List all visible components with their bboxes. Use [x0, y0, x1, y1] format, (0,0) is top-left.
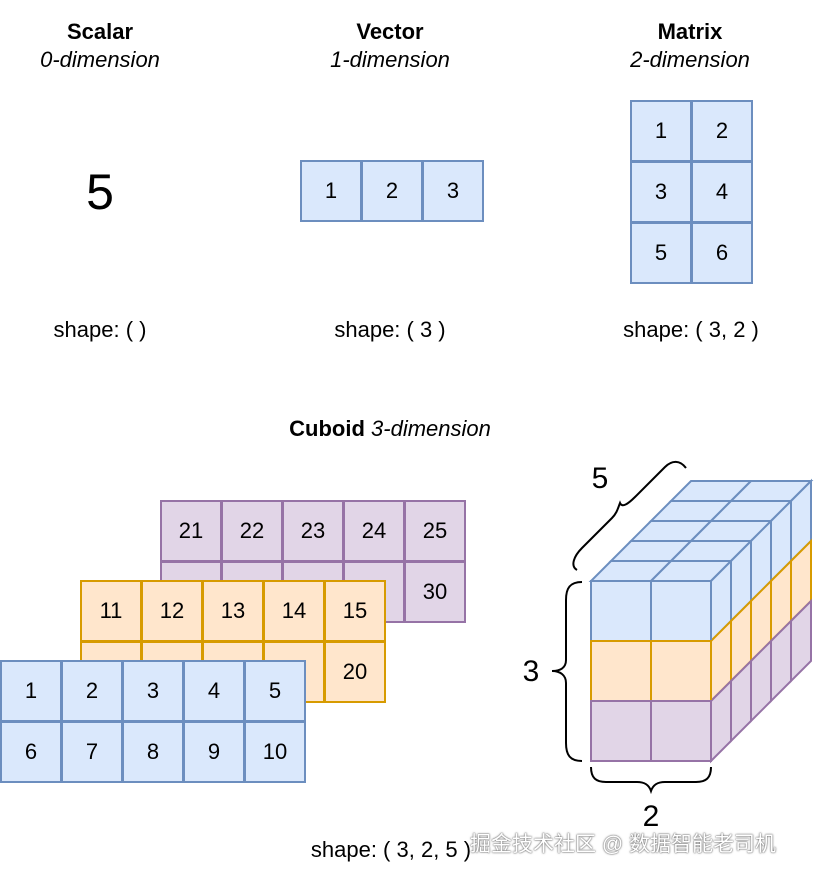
vector-subtitle: 1-dimension [330, 47, 450, 72]
height-label: 3 [522, 655, 540, 688]
front-layer-cell: 5 [244, 660, 306, 722]
cuboid-front-cell [650, 580, 712, 642]
scalar-subtitle: 0-dimension [40, 47, 160, 72]
vector-title: Vector [356, 19, 424, 44]
matrix-cell: 4 [691, 161, 753, 223]
vector-cell: 1 [300, 160, 362, 222]
middle-layer-cell: 12 [141, 580, 203, 642]
middle-layer-cell: 15 [324, 580, 386, 642]
front-layer-cell: 2 [61, 660, 123, 722]
back-layer-cell: 24 [343, 500, 405, 562]
front-layer-cell: 9 [183, 721, 245, 783]
scalar-shape: shape: ( ) [53, 317, 147, 342]
scalar-heading: Scalar 0-dimension [0, 18, 200, 74]
cuboid-front-layer: 1 2 3 4 5 6 7 8 9 10 [0, 660, 306, 783]
watermark: 掘金技术社区 @ 数据智能老司机 [470, 833, 776, 856]
front-layer-cell: 6 [0, 721, 62, 783]
height-brace [551, 581, 583, 762]
cuboid-front-cell [590, 700, 652, 762]
back-layer-cell: 22 [221, 500, 283, 562]
cuboid-heading: Cuboid 3-dimension [200, 416, 580, 442]
matrix-heading: Matrix 2-dimension [590, 18, 790, 74]
vector-cell: 3 [422, 160, 484, 222]
matrix-subtitle: 2-dimension [630, 47, 750, 72]
matrix-cell: 1 [630, 100, 692, 162]
matrix-cell: 5 [630, 222, 692, 284]
matrix-title: Matrix [657, 19, 723, 44]
vector-cell: 2 [361, 160, 423, 222]
scalar-value: 5 [86, 164, 114, 220]
width-brace [590, 766, 712, 795]
cuboid-front-cell [650, 640, 712, 702]
cuboid-front-cell [590, 640, 652, 702]
back-layer-cell: 21 [160, 500, 222, 562]
front-layer-cell: 4 [183, 660, 245, 722]
front-layer-cell: 10 [244, 721, 306, 783]
cuboid-shape: shape: ( 3, 2, 5 ) [310, 837, 472, 862]
depth-label: 5 [591, 462, 609, 495]
cuboid-front-cell [590, 580, 652, 642]
vector-heading: Vector 1-dimension [290, 18, 490, 74]
cuboid-side-face [710, 478, 812, 764]
cuboid-title: Cuboid [289, 416, 365, 441]
front-layer-cell: 8 [122, 721, 184, 783]
front-layer-cell: 1 [0, 660, 62, 722]
depth-brace [572, 460, 687, 571]
back-layer-cell: 23 [282, 500, 344, 562]
back-layer-cell: 30 [404, 561, 466, 623]
matrix-cell: 3 [630, 161, 692, 223]
front-layer-cell: 7 [61, 721, 123, 783]
matrix-cell: 2 [691, 100, 753, 162]
vector-grid: 1 2 3 [300, 160, 484, 222]
matrix-cell: 6 [691, 222, 753, 284]
cuboid-subtitle: 3-dimension [371, 416, 491, 441]
width-label: 2 [642, 800, 660, 833]
middle-layer-cell: 13 [202, 580, 264, 642]
middle-layer-cell: 20 [324, 641, 386, 703]
matrix-shape: shape: ( 3, 2 ) [623, 317, 759, 342]
matrix-grid: 1 2 3 4 5 6 [630, 100, 753, 284]
cuboid-3d-illustration [551, 460, 814, 795]
cuboid-front-face [590, 580, 712, 762]
middle-layer-cell: 14 [263, 580, 325, 642]
front-layer-cell: 3 [122, 660, 184, 722]
middle-layer-cell: 11 [80, 580, 142, 642]
vector-shape: shape: ( 3 ) [334, 317, 446, 342]
cuboid-front-cell [650, 700, 712, 762]
back-layer-cell: 25 [404, 500, 466, 562]
scalar-title: Scalar [66, 19, 134, 44]
cuboid-middle-layer: 11 12 13 14 15 20 [80, 580, 386, 703]
